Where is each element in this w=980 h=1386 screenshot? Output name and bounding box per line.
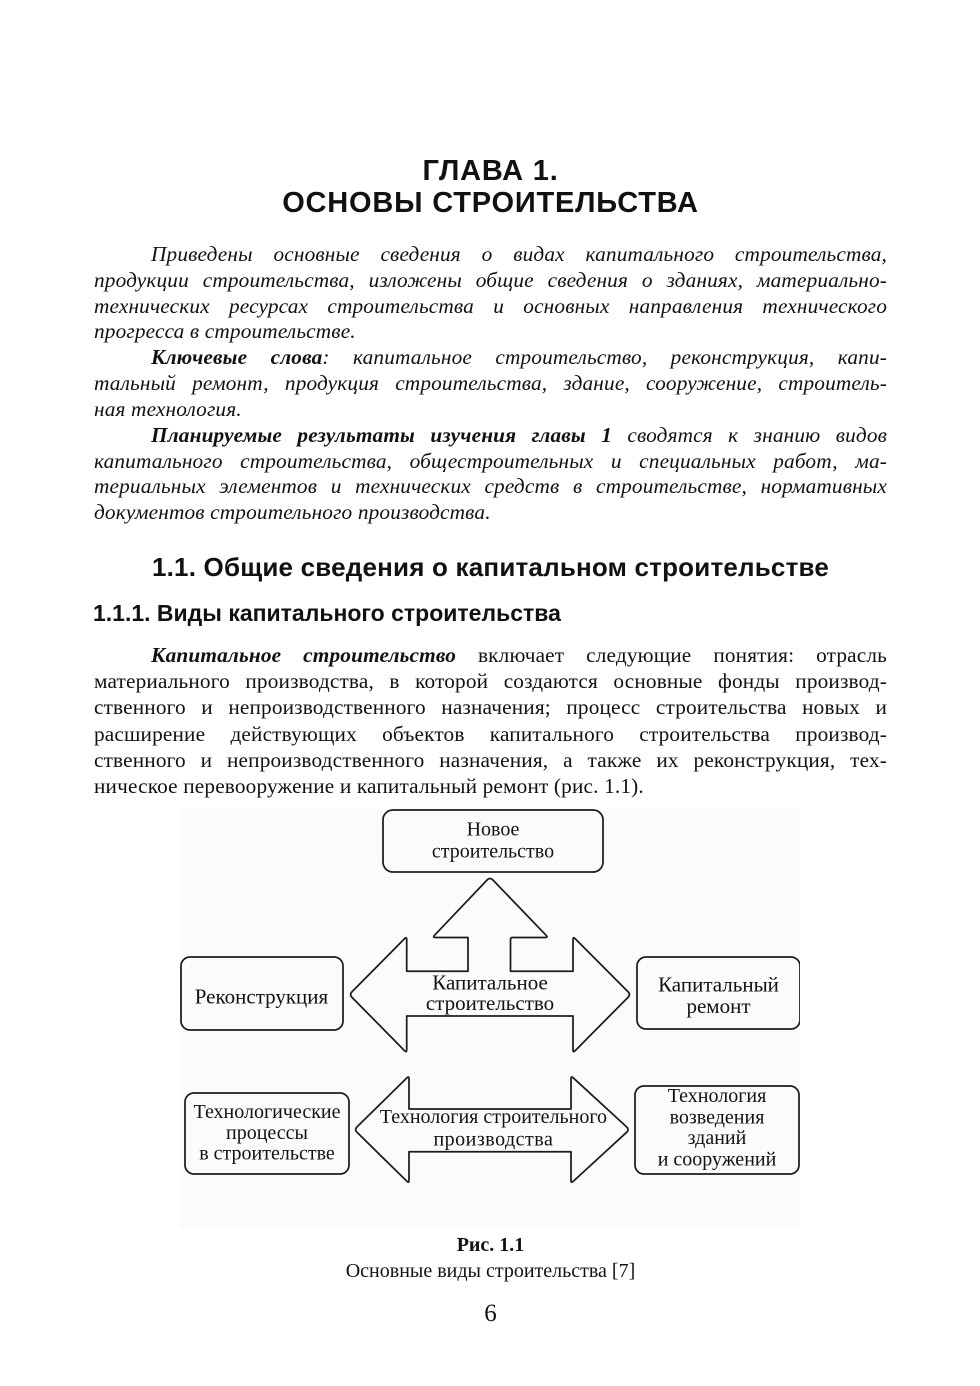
svg-text:зданий: зданий [688,1127,747,1149]
svg-text:в строительстве: в строительстве [199,1143,335,1165]
svg-text:производства: производства [433,1128,553,1150]
svg-text:Технология: Технология [668,1085,767,1107]
svg-text:ремонт: ремонт [686,994,750,1018]
svg-text:Реконструкция: Реконструкция [195,984,329,1008]
svg-text:и сооружений: и сооружений [658,1148,777,1170]
svg-text:Технология строительного: Технология строительного [380,1106,607,1128]
svg-text:Технологические: Технологические [193,1101,340,1123]
svg-text:Капитальный: Капитальный [658,972,779,996]
svg-text:возведения: возведения [670,1107,765,1129]
svg-text:строительство: строительство [432,840,554,862]
svg-text:Капитальное: Капитальное [432,971,548,995]
svg-text:строительство: строительство [426,991,554,1015]
svg-text:Новое: Новое [467,819,520,841]
svg-text:процессы: процессы [226,1122,308,1144]
